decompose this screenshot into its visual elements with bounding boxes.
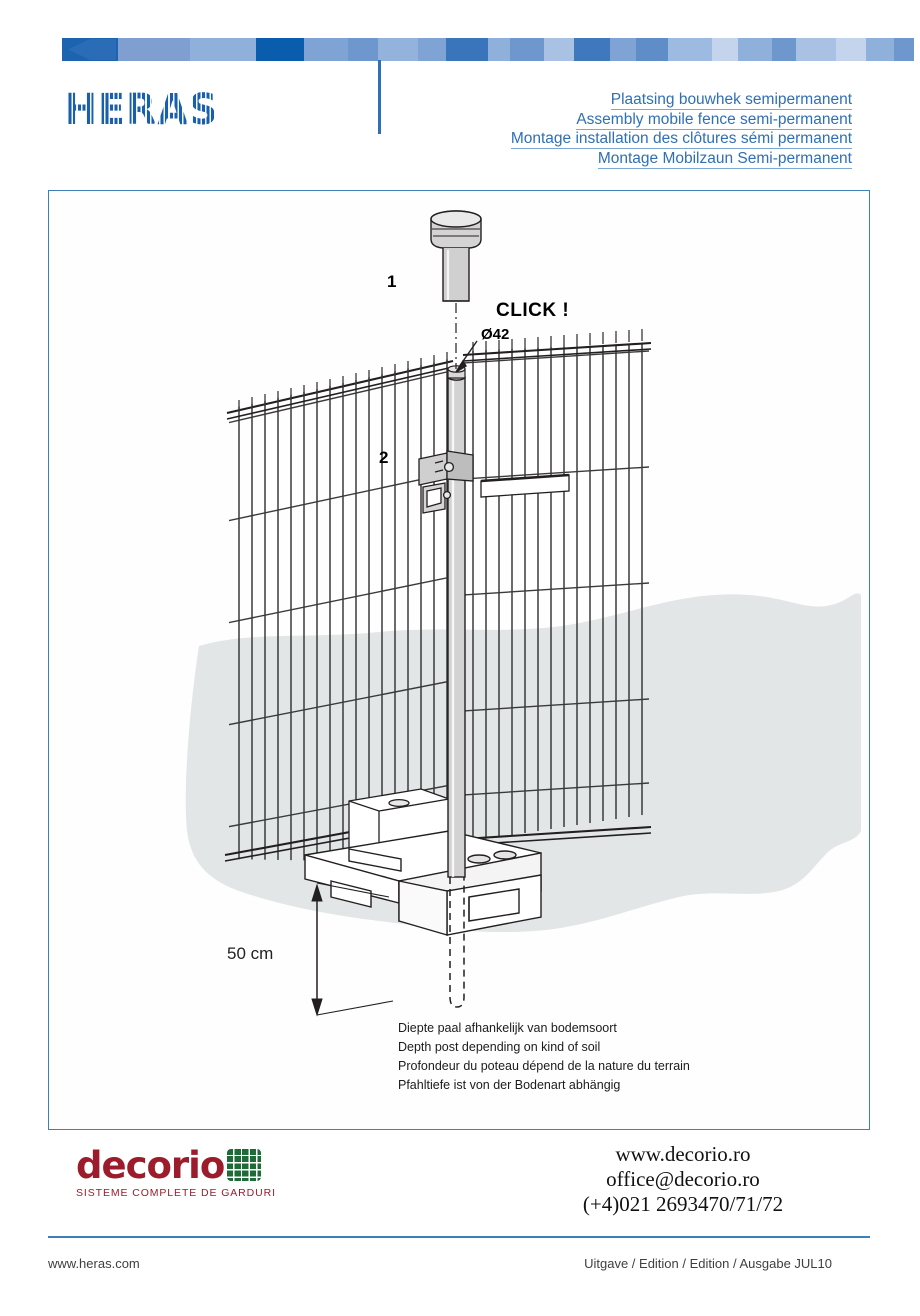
header-arrow-icon	[56, 38, 116, 61]
contact-phone: (+4)021 2693470/71/72	[582, 1192, 784, 1216]
title-block: Plaatsing bouwhek semipermanent Assembly…	[252, 90, 852, 169]
title-line-en: Assembly mobile fence semi-permanent	[576, 110, 852, 130]
header-bar-swatch-16	[712, 38, 738, 61]
contact-block: www.decorio.ro office@decorio.ro (+4)021…	[518, 1142, 848, 1217]
diameter-label: Ø42	[481, 326, 509, 343]
fence-panel-left	[224, 352, 454, 863]
title-line-fr: Montage installation des clôtures sémi p…	[510, 130, 852, 149]
post-cap-part	[430, 210, 482, 302]
contact-email[interactable]: office@decorio.ro	[606, 1167, 760, 1191]
header-bar-swatch-6	[378, 38, 418, 61]
click-label: CLICK !	[496, 300, 569, 321]
header-divider	[378, 60, 381, 134]
heras-website-link[interactable]: www.heras.com	[48, 1256, 140, 1271]
header-bar-swatch-12	[574, 38, 610, 61]
heras-logo: HERAS	[64, 88, 268, 132]
header-bar-swatch-7	[418, 38, 446, 61]
depth-label: 50 cm	[227, 944, 273, 963]
decorio-logo-text: decorio	[76, 1144, 225, 1187]
mesh-grid-icon	[227, 1149, 262, 1181]
edition-label: Uitgave / Edition / Edition / Ausgabe JU…	[584, 1256, 832, 1271]
caption-block: Diepte paal afhankelijk van bodemsoort D…	[398, 1019, 838, 1095]
decorio-logo-row: decorio	[76, 1146, 316, 1186]
diagram-frame: 1 CLICK ! Ø42 2 50 cm Diepte paal afhank…	[48, 190, 870, 1130]
heras-logo-text: HERAS	[64, 85, 219, 135]
header-bar-swatch-15	[668, 38, 712, 61]
header-bar-swatch-1	[118, 38, 190, 61]
title-line-de: Montage Mobilzaun Semi-permanent	[597, 149, 852, 169]
header-bar-swatch-5	[348, 38, 378, 61]
header-bar-swatch-14	[636, 38, 668, 61]
caption-line-en: Depth post depending on kind of soil	[398, 1040, 601, 1054]
header-bar-swatch-10	[510, 38, 544, 61]
decorio-logo: decorio SISTEME COMPLETE DE GARDURI	[76, 1146, 316, 1216]
header-bar-swatch-2	[190, 38, 256, 61]
decorio-tagline: SISTEME COMPLETE DE GARDURI	[76, 1187, 276, 1199]
footer-divider-rule	[48, 1236, 870, 1238]
header-bar-swatch-4	[304, 38, 348, 61]
caption-line-fr: Profondeur du poteau dépend de la nature…	[398, 1059, 690, 1073]
header-bar-swatch-3	[256, 38, 304, 61]
header-bar-swatch-9	[488, 38, 510, 61]
footer-brand-zone: decorio SISTEME COMPLETE DE GARDURI www.…	[48, 1138, 870, 1224]
diameter-leader	[455, 340, 478, 373]
header-bar-swatch-20	[836, 38, 866, 61]
header-bar-swatch-21	[866, 38, 894, 61]
caption-line-nl: Diepte paal afhankelijk van bodemsoort	[398, 1021, 617, 1035]
fence-panel-right	[462, 329, 652, 846]
callout-1-label: 1	[387, 272, 396, 291]
panel-clamp-coupler	[418, 450, 474, 514]
contact-website[interactable]: www.decorio.ro	[615, 1142, 751, 1166]
header-bar-swatch-13	[610, 38, 636, 61]
header-bar-swatch-22	[894, 38, 914, 61]
depth-dimension	[311, 882, 394, 1017]
caption-line-de: Pfahltiefe ist von der Bodenart abhängig	[398, 1078, 621, 1092]
callout-2-label: 2	[379, 448, 388, 467]
header-bar-swatch-17	[738, 38, 772, 61]
header-color-bar	[56, 38, 914, 61]
header-bar-swatch-8	[446, 38, 488, 61]
assembly-illustration: 1 CLICK ! Ø42 2 50 cm	[185, 210, 861, 1017]
concrete-base-block	[304, 830, 542, 936]
header-bar-swatch-11	[544, 38, 574, 61]
title-line-nl: Plaatsing bouwhek semipermanent	[610, 91, 852, 110]
header-bar-swatch-19	[796, 38, 836, 61]
header-bar-swatch-18	[772, 38, 796, 61]
bottom-footer: www.heras.com Uitgave / Edition / Editio…	[48, 1256, 870, 1280]
